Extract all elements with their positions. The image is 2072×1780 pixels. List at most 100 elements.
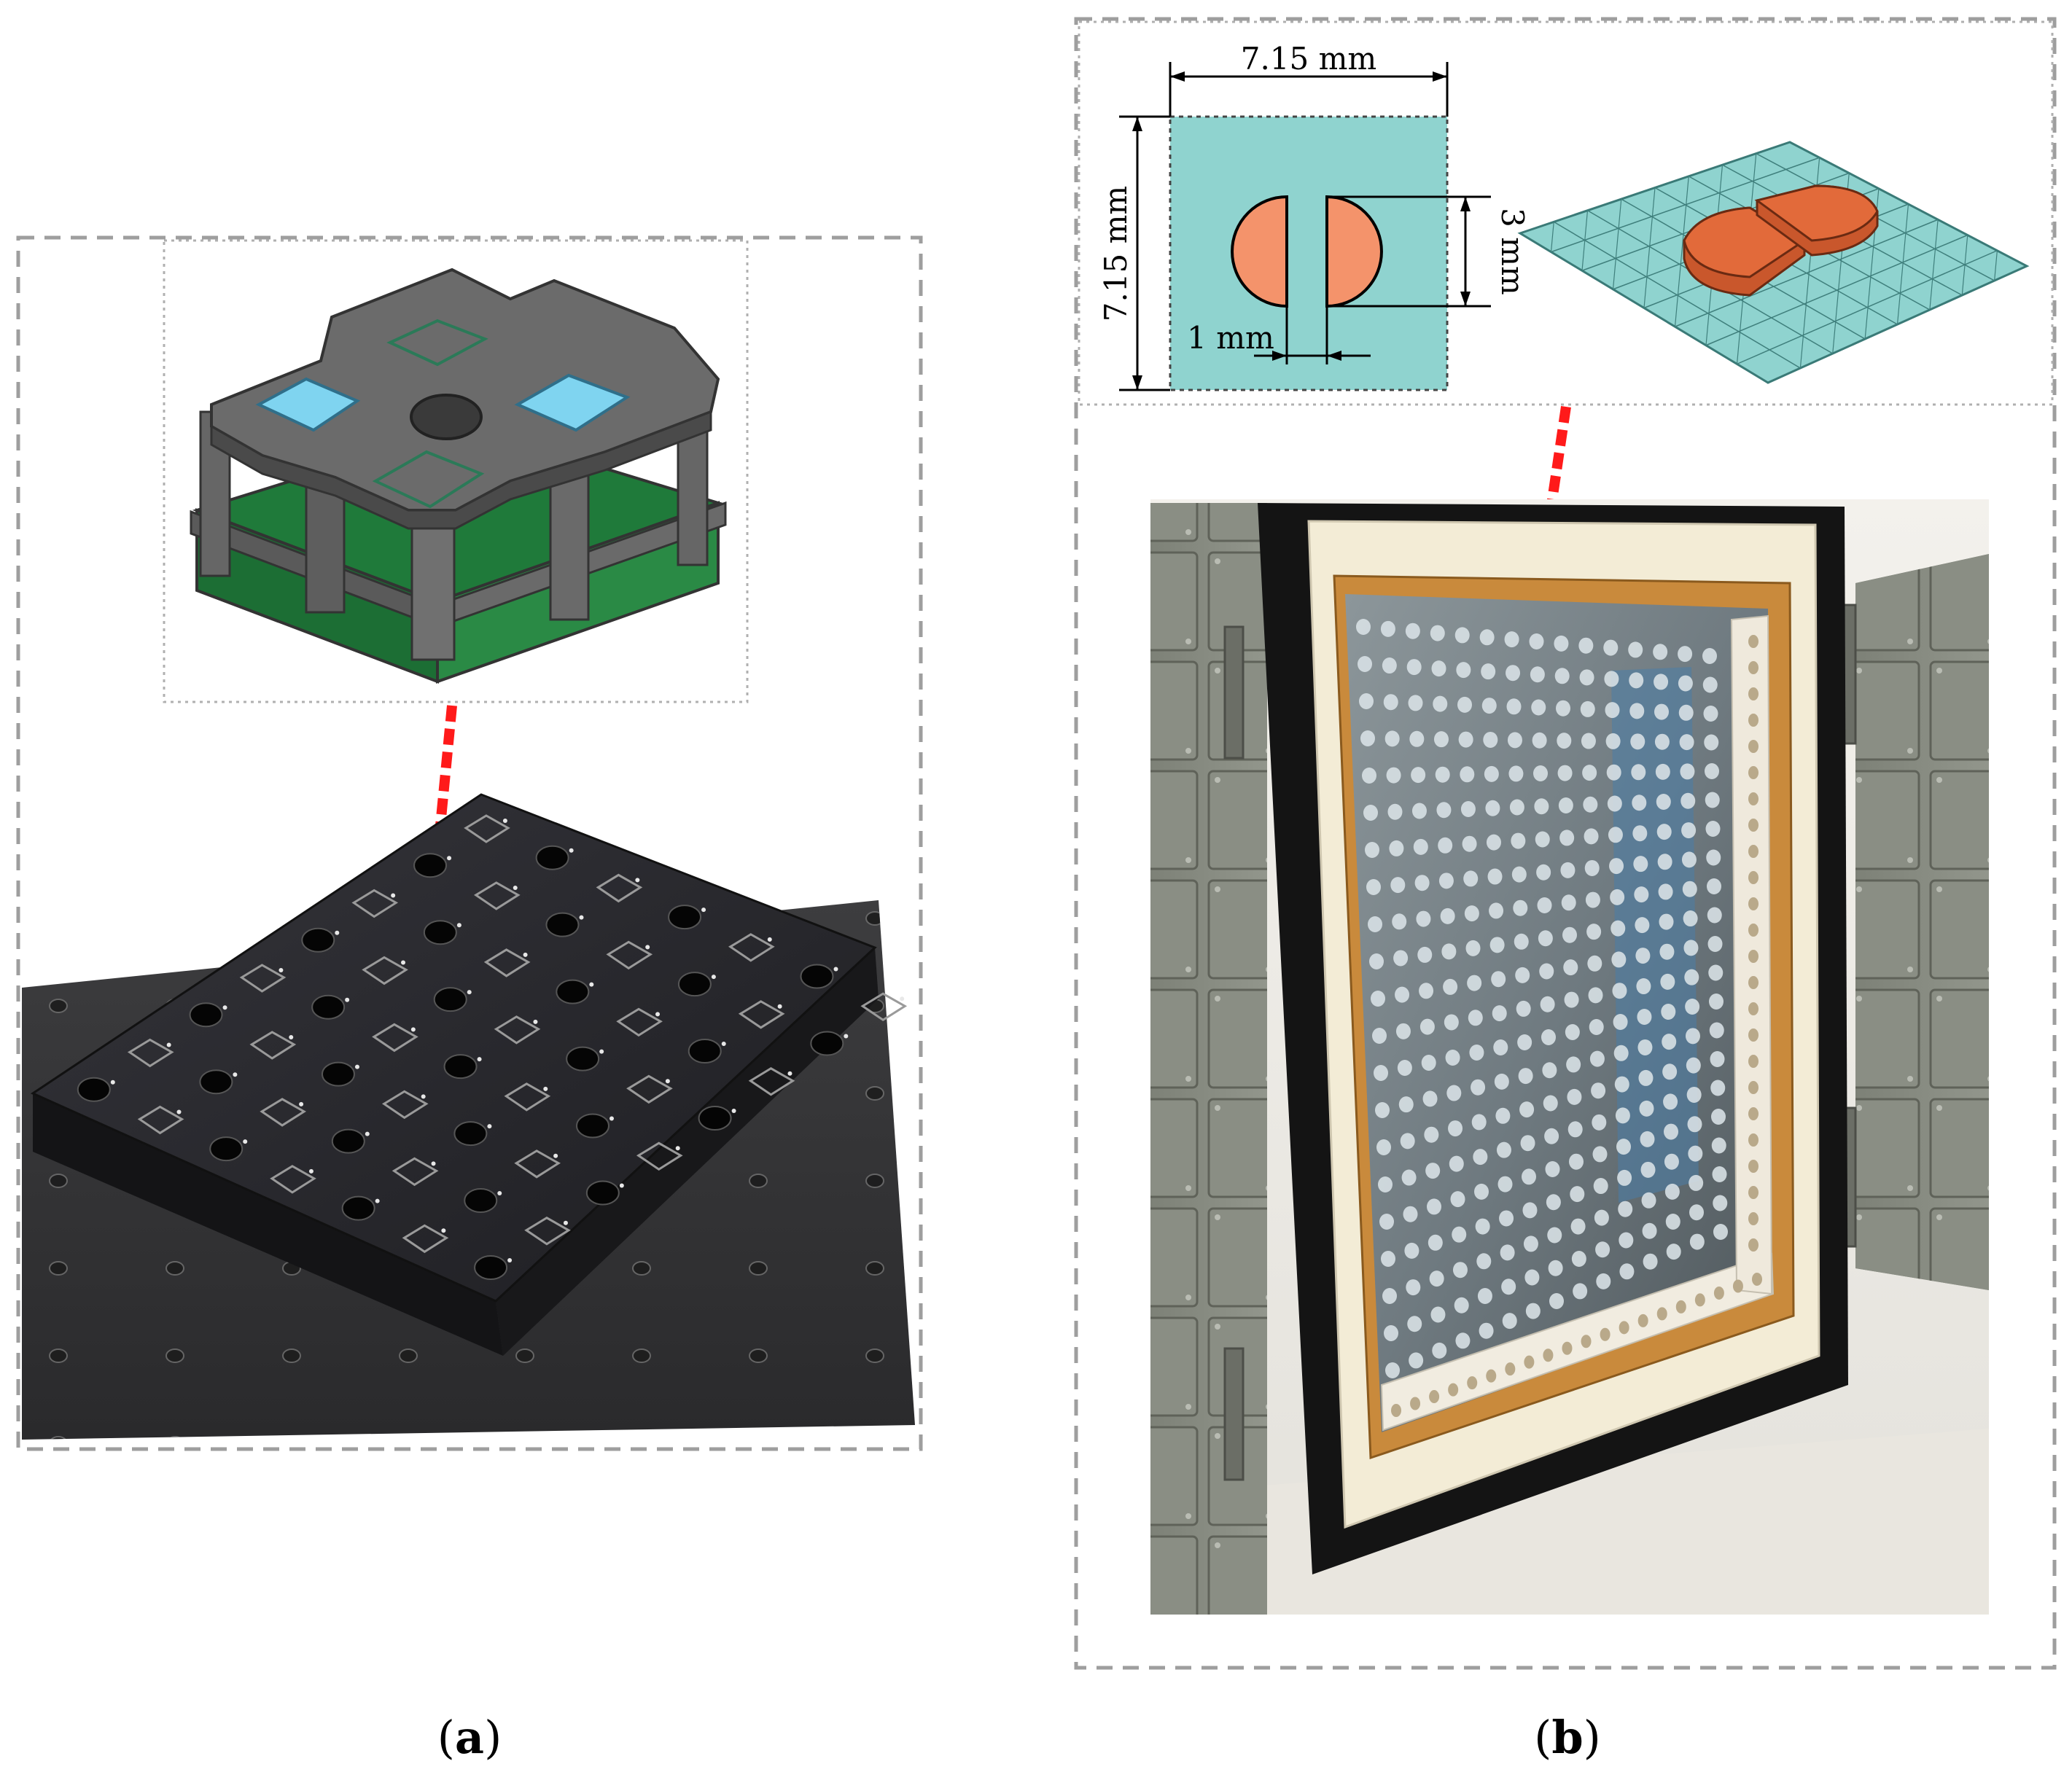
metasurface-element [1562,926,1577,943]
sensor-patch-left [255,377,361,432]
plate-marker [777,1004,782,1009]
mesh-edge [1737,250,1998,365]
metasurface-element [1509,799,1524,816]
metasurface-element [1643,1253,1658,1270]
mesh-edge [1612,199,1622,289]
metasurface-element [1567,1121,1583,1138]
strip-hole [1391,1404,1401,1417]
metasurface-element [1711,1109,1726,1125]
metasurface-element [1541,1029,1556,1045]
plate-marker [391,893,396,898]
metasurface-element [1587,955,1602,972]
metasurface-element [1588,987,1603,1004]
plate-hole [556,979,590,1004]
metasurface-element [1385,1362,1400,1378]
plate-slot [860,992,908,1022]
metasurface-element [1640,1161,1656,1178]
strip-hole [1467,1376,1478,1390]
plate-hole [311,994,346,1020]
metasurface-element [1567,1088,1582,1105]
mesh-patch-right-top [1754,184,1879,242]
metasurface-element [1608,827,1623,843]
plate-slot [372,1023,418,1053]
strip-hole [1748,1133,1759,1147]
plate-marker [589,982,594,987]
cross-frame-edge [210,410,712,530]
metasurface-element [1484,765,1499,782]
plate-marker [110,1080,115,1085]
metasurface-element [1614,1076,1629,1093]
metasurface-element [1688,1145,1703,1162]
metasurface-element [1548,1260,1563,1276]
metasurface-element [1570,1218,1586,1235]
plate-marker [222,1005,227,1010]
metasurface-element [1485,800,1500,816]
strip-hole [1581,1335,1592,1348]
strip-hole [1505,1362,1516,1376]
metasurface-element [1479,629,1495,646]
metasurface-element [1632,795,1647,811]
metasurface-element [1544,1128,1559,1144]
metasurface-element [1507,732,1522,749]
dim-gap-arrow-left [1272,351,1287,361]
plate-hole [535,845,569,870]
dim-gap-arrow-right [1327,351,1341,361]
plate-marker [533,1019,538,1024]
dim-patch-arrow-bottom [1460,292,1471,306]
metasurface-element [1554,668,1570,684]
metasurface-element [1495,1107,1511,1124]
plate-marker [279,967,284,972]
metasurface-element [1369,953,1384,969]
strip-hole [1748,1238,1759,1252]
metasurface-element [1654,674,1669,690]
metasurface-element [1536,864,1551,881]
metasurface-element [1636,978,1651,995]
metasurface-element [1382,657,1397,674]
unit-cell-mesh-view [1517,141,2030,384]
plate-slot [494,1015,541,1045]
metasurface-element [1463,870,1479,887]
mesh-edge [1675,219,1939,327]
strip-hole [1600,1327,1611,1341]
left-door-panels [1150,503,1267,1615]
metasurface-element [1582,765,1597,781]
metasurface-element [1605,702,1620,719]
plate-hole [301,927,335,953]
metasurface-element [1384,730,1400,747]
metasurface-element [1558,797,1573,813]
metasurface-element [1707,907,1722,924]
metasurface-element [1653,644,1668,660]
metasurface-element [1654,733,1670,750]
plate-marker [711,975,716,980]
plate-slot [392,1157,439,1187]
plate-marker [665,1079,670,1084]
panel-a-dashed-border [16,235,923,1451]
metasurface-element [1368,916,1382,932]
metasurface-element [1448,1120,1463,1137]
metasurface-element [1534,798,1549,815]
metasurface-element [1683,910,1698,927]
metasurface-element [1419,1018,1435,1035]
plate-hole [433,987,467,1012]
caption-a: (a) [437,1711,502,1764]
metasurface-element [1443,978,1458,995]
metasurface-element [1467,975,1482,991]
metasurface-element [1689,1233,1705,1250]
strip-hole [1656,1307,1667,1321]
plate-marker [609,1116,614,1121]
metasurface-element [1381,1251,1395,1267]
plate-marker [523,952,528,957]
patch-left-half-disc [1231,195,1288,308]
metasurface-element [1606,764,1621,781]
metasurface-element [1685,1028,1700,1045]
metasurface-element [1584,828,1599,845]
metasurface-element [1428,1234,1443,1251]
plate-marker [731,1109,736,1114]
metasurface-element [1487,868,1503,885]
metasurface-element [1460,766,1475,783]
metasurface-element [1657,854,1672,870]
metasurface-element [1705,821,1721,837]
plate-marker [401,960,406,965]
strip-hole [1748,819,1759,832]
metasurface-element [1689,1204,1705,1221]
